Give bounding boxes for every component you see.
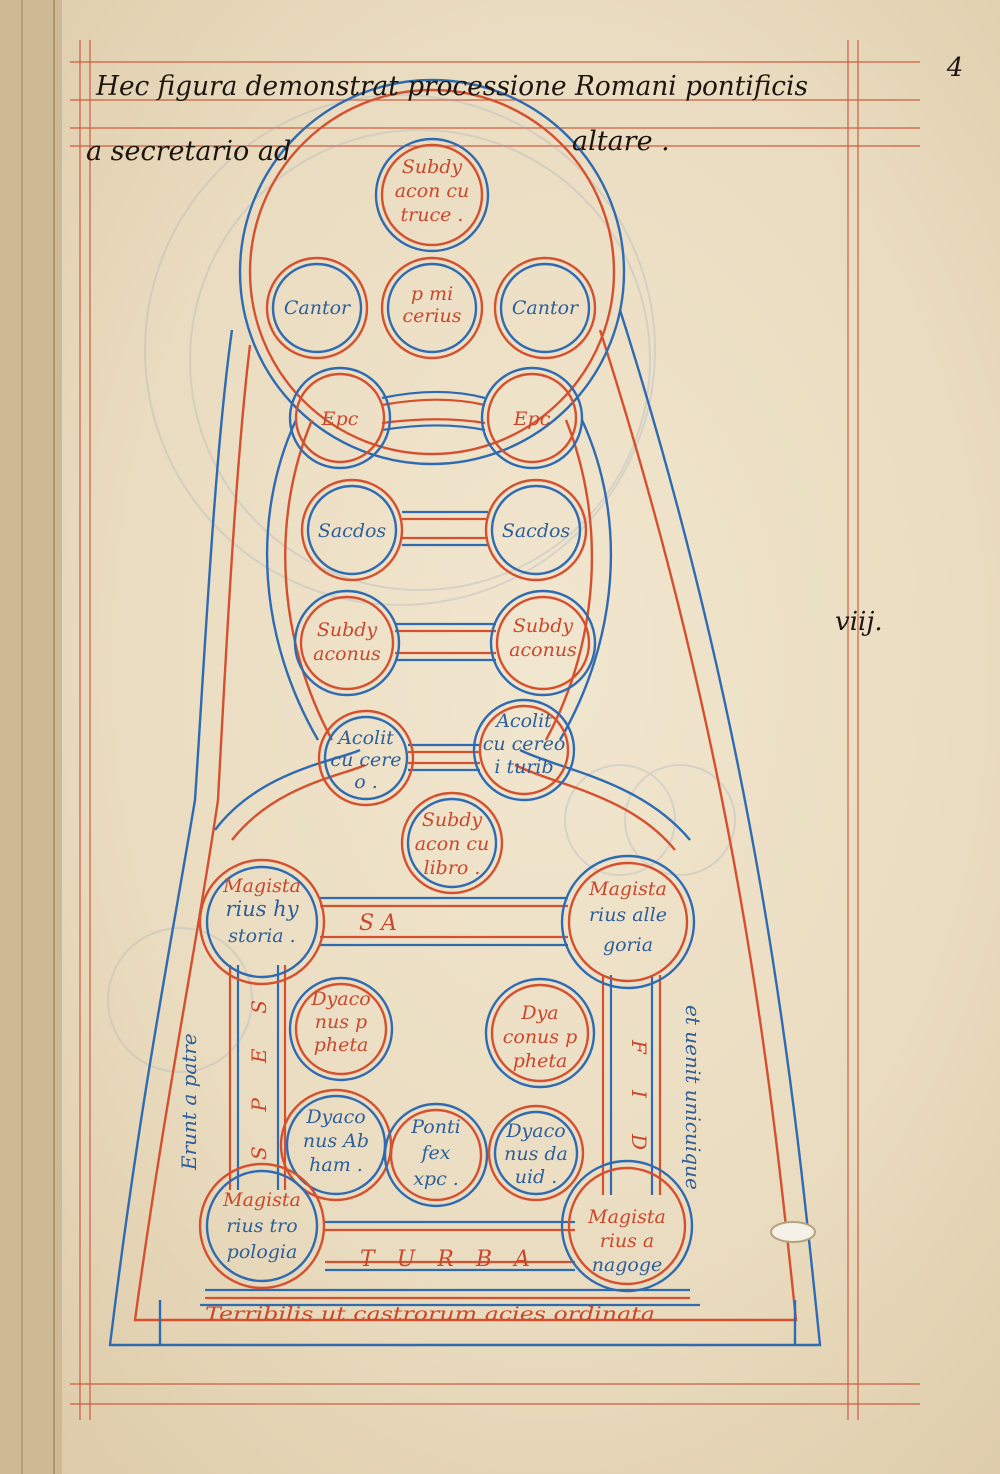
label-epi-right: Epc <box>513 408 551 430</box>
title-line-1: Hec figura demonstrat processione Romani… <box>95 71 808 102</box>
top-enclosure <box>238 78 626 466</box>
label-right-vertical: et uenit unicuique <box>681 1005 705 1190</box>
circle-magister-historia <box>198 858 326 986</box>
parchment-hole <box>770 1221 816 1243</box>
label-subdiaconus-right-2: aconus <box>509 639 577 661</box>
label-acolitus-left-1: Acolit <box>336 727 394 749</box>
label-bottom-caption: Terribilis ut castrorum acies ordinata <box>205 1303 655 1325</box>
lower-frame <box>200 896 700 1307</box>
label-magister-tropologia-3: pologia <box>227 1241 298 1263</box>
circle-acolitus-right <box>472 698 576 802</box>
circle-diaconus-propheta-left <box>288 976 394 1082</box>
label-diaconus-propheta-right-1: Dya <box>520 1002 558 1024</box>
circle-subdiaconus-right <box>489 589 597 697</box>
label-sacerdos-right: Sacdos <box>502 520 571 542</box>
label-magister-anagoge-1: Magista <box>587 1206 666 1228</box>
label-magister-allegoria-1: Magista <box>588 878 667 900</box>
label-pontifex-1: Ponti <box>410 1116 460 1138</box>
label-subdiaconus-libro-3: libro . <box>424 857 481 879</box>
circle-magister-anagoge <box>560 1159 694 1293</box>
circle-epi-right <box>480 366 584 470</box>
label-pontifex-2: fex <box>420 1142 451 1164</box>
title-line-3: altare . <box>572 126 670 157</box>
label-diaconus-david-2: nus da <box>504 1143 568 1165</box>
label-primicerius-2: cerius <box>402 305 461 327</box>
label-subdiaconus-libro-2: acon cu <box>415 833 490 855</box>
label-subdiaconus-left-2: aconus <box>313 643 381 665</box>
label-diaconus-david-1: Dyaco <box>505 1120 565 1142</box>
circle-diaconus-propheta-right <box>484 977 596 1089</box>
label-primicerius-1: p mi <box>411 283 453 305</box>
circle-subdiaconus-libro <box>400 791 504 895</box>
label-magister-tropologia-2: rius tro <box>226 1215 297 1237</box>
label-magister-allegoria-2: rius alle <box>589 904 667 926</box>
label-cantor-right: Cantor <box>512 297 580 319</box>
circle-primicerius <box>380 256 484 360</box>
label-acolitus-right-2: cu cereo <box>483 733 566 755</box>
label-epi-left: Epc <box>321 408 359 430</box>
show-through <box>107 94 736 1073</box>
page-number: 4 <box>946 53 964 83</box>
label-diaconus-david-3: uid . <box>515 1166 558 1188</box>
side-note: viij. <box>835 607 883 637</box>
label-subdiaconus-left-1: Subdy <box>317 619 378 641</box>
label-top-subdiaconus-3: truce . <box>401 204 464 226</box>
title-line-2: a secretario ad <box>86 136 291 167</box>
circle-top-subdiaconus <box>374 137 490 253</box>
circle-cantor-right <box>493 256 597 360</box>
label-magister-tropologia-1: Magista <box>222 1189 301 1211</box>
circle-epi-left <box>288 366 392 470</box>
label-diaconus-abraham-1: Dyaco <box>305 1106 365 1128</box>
label-sa: S A <box>359 911 397 936</box>
label-diaconus-abraham-2: nus Ab <box>303 1130 369 1152</box>
label-left-vertical: Erunt a patre <box>177 1033 201 1171</box>
label-magister-historia-3: storia . <box>228 925 295 947</box>
label-cantor-left: Cantor <box>284 297 352 319</box>
binding-gutter <box>0 0 62 1474</box>
label-bottom-letters: T U R B A <box>360 1247 530 1272</box>
label-acolitus-left-3: o . <box>354 771 378 793</box>
circle-subdiaconus-left <box>293 589 401 697</box>
label-acolitus-right-1: Acolit <box>494 710 552 732</box>
label-acolitus-right-3: i turib <box>494 756 553 778</box>
label-magister-historia-1: Magista <box>222 875 301 897</box>
label-diaconus-propheta-right-2: conus p <box>503 1026 578 1048</box>
label-sacerdos-left: Sacdos <box>318 520 387 542</box>
circle-pontifex <box>383 1102 489 1208</box>
label-right-inner-vertical: F I D <box>627 1039 651 1150</box>
label-magister-anagoge-3: nagoge <box>592 1254 663 1276</box>
label-diaconus-abraham-3: ham . <box>309 1154 363 1176</box>
label-subdiaconus-right-1: Subdy <box>513 615 574 637</box>
label-subdiaconus-libro-1: Subdy <box>422 809 483 831</box>
circle-acolitus-left <box>317 709 415 807</box>
connector-bars <box>381 390 496 772</box>
label-diaconus-propheta-right-3: pheta <box>513 1050 568 1072</box>
label-diaconus-propheta-left-2: nus p <box>315 1011 367 1033</box>
label-pontifex-3: xpc . <box>413 1168 459 1190</box>
label-top-subdiaconus-1: Subdy <box>402 156 463 178</box>
circle-sacerdos-left <box>300 478 404 582</box>
label-acolitus-left-2: cu cere <box>330 749 401 771</box>
label-left-inner-vertical: S P E S <box>247 1000 271 1160</box>
circle-sacerdos-right <box>484 478 588 582</box>
label-diaconus-propheta-left-3: pheta <box>314 1034 369 1056</box>
circle-magister-allegoria <box>560 854 696 990</box>
label-magister-anagoge-2: rius a <box>600 1230 655 1252</box>
label-magister-historia-2: rius hy <box>225 897 299 921</box>
label-diaconus-propheta-left-1: Dyaco <box>310 988 370 1010</box>
label-top-subdiaconus-2: acon cu <box>395 180 470 202</box>
middle-pathway <box>214 419 691 851</box>
circle-cantor-left <box>265 256 369 360</box>
page-ruling <box>70 40 920 1420</box>
label-magister-allegoria-3: goria <box>603 934 653 956</box>
outer-outline <box>108 309 822 1347</box>
circle-diaconus-david <box>487 1104 585 1202</box>
circle-magister-tropologia <box>198 1162 326 1290</box>
